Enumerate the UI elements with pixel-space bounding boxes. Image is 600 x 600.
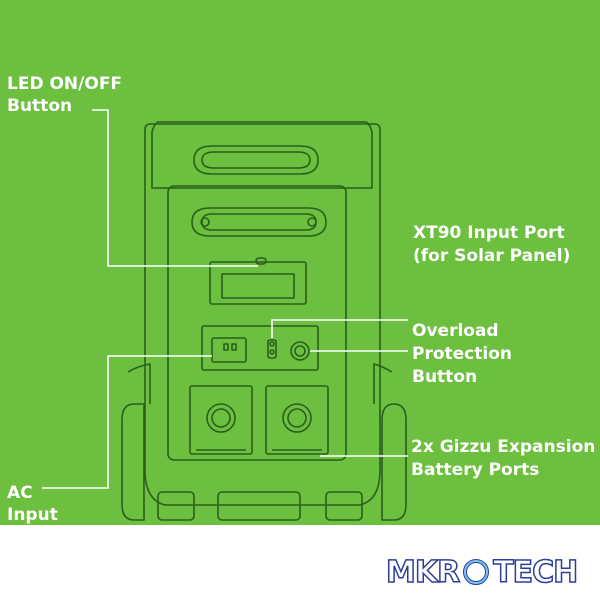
expansion-port-right bbox=[265, 385, 329, 455]
diagram-panel: LED ON/OFF Button XT90 Input Port (for S… bbox=[0, 0, 600, 525]
label-ac-input: AC Input bbox=[7, 483, 58, 525]
mikrotech-logo: MKR TECH bbox=[385, 552, 579, 592]
label-xt90-port: XT90 Input Port (for Solar Panel) bbox=[413, 223, 571, 266]
leader-ac-input bbox=[42, 355, 212, 489]
power-station-drawing bbox=[42, 109, 408, 521]
leader-xt90-port bbox=[271, 319, 408, 338]
expansion-port-left bbox=[189, 385, 253, 455]
overload-button-shape bbox=[290, 341, 310, 361]
device-top-shell bbox=[151, 121, 373, 189]
label-overload-button: Overload Protection Button bbox=[412, 321, 512, 387]
led-display bbox=[209, 261, 307, 305]
wheel-left bbox=[121, 403, 145, 521]
front-panel bbox=[167, 185, 347, 461]
label-expansion-ports: 2x Gizzu Expansion Battery Ports bbox=[411, 437, 596, 480]
logo-ring-icon bbox=[463, 559, 490, 585]
foot-right bbox=[325, 491, 363, 521]
foot-mid bbox=[217, 491, 301, 521]
logo-text-start: MKR bbox=[385, 554, 461, 591]
port-panel bbox=[201, 325, 319, 371]
ac-input-socket bbox=[211, 337, 247, 363]
led-button-shape bbox=[255, 257, 267, 265]
device-body-outline bbox=[144, 123, 381, 506]
label-led-button: LED ON/OFF Button bbox=[7, 74, 123, 116]
wheel-right bbox=[381, 403, 407, 521]
logo-text-end: TECH bbox=[492, 554, 579, 591]
leader-led-button bbox=[92, 109, 258, 267]
foot-left bbox=[157, 491, 195, 521]
top-handle bbox=[193, 145, 319, 175]
xt90-port-shape bbox=[267, 339, 277, 359]
panel-handle bbox=[191, 207, 327, 237]
